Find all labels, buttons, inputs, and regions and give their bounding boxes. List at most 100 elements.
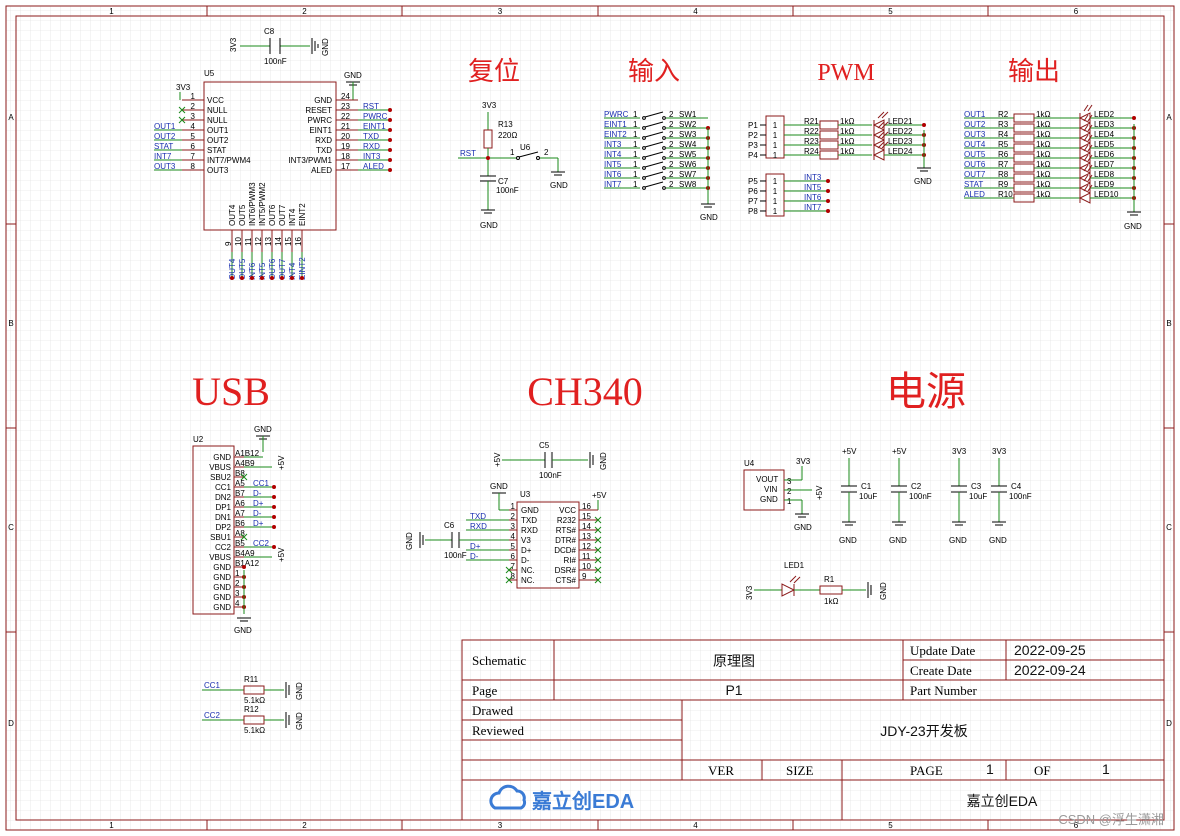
ch340-net-label: D+ (470, 542, 481, 551)
r1-ref: R1 (824, 575, 835, 584)
input-net-label: INT7 (604, 180, 622, 189)
section-title-input: 输入 (628, 57, 680, 86)
frame-col-label: 4 (693, 7, 698, 16)
usb-pin-num: A1B12 (235, 449, 260, 458)
frame-row-label: C (8, 523, 14, 532)
u5-pin-name: OUT1 (207, 126, 229, 135)
usb-pin-name: CC1 (215, 483, 232, 492)
usb-pin-num: B7 (235, 489, 245, 498)
u5-pin-num: 13 (264, 237, 273, 246)
tb-part-label: Part Number (910, 683, 977, 698)
usb-net-label: D+ (253, 519, 264, 528)
output-led-ref: LED6 (1094, 150, 1115, 159)
u5-net-label: OUT1 (154, 122, 176, 131)
ch340-pin-name: DCD# (554, 546, 576, 555)
frame-col-label: 1 (109, 821, 114, 830)
frame-col-label: 5 (888, 7, 893, 16)
usb-5v-a: +5V (277, 455, 286, 470)
output-resistor-value: 1kΩ (1036, 170, 1050, 179)
tb-company: 嘉立创EDA (967, 793, 1038, 809)
u5-pin-num: 22 (341, 112, 350, 121)
r13-ref: R13 (498, 120, 513, 129)
frame-row-label: D (1166, 719, 1172, 728)
power-cap-ref: C1 (861, 482, 872, 491)
output-led-ref: LED8 (1094, 170, 1115, 179)
power-circuit[interactable]: U4 VOUT VIN GND 3 2 1 3V3 +5V GND +5VC11… (743, 447, 1032, 606)
power-cap-ref: C3 (971, 482, 982, 491)
output-net-label: ALED (964, 190, 985, 199)
watermark: CSDN @浮生潇湘 (1058, 812, 1164, 827)
u5-net-label: EINT2 (298, 257, 307, 280)
input-net-label: PWRC (604, 110, 629, 119)
power-cap-gnd: GND (839, 536, 857, 545)
output-led-ref: LED10 (1094, 190, 1119, 199)
u3-ref: U3 (520, 490, 531, 499)
pwm-resistor-value: 1kΩ (840, 117, 854, 126)
c8-ref: C8 (264, 27, 275, 36)
output-resistor-value: 1kΩ (1036, 190, 1050, 199)
no-connect-mark (594, 556, 602, 564)
u5-pin-num: 1 (191, 92, 196, 101)
ch340-pin-name: D+ (521, 546, 532, 555)
u5-net-label: OUT6 (268, 258, 277, 280)
pwm-port-label: P8 (748, 207, 758, 216)
input-net-label: INT3 (604, 140, 622, 149)
no-connect-mark (505, 576, 513, 584)
u5-pin-name: RESET (305, 106, 332, 115)
u6-pin2: 2 (544, 148, 549, 157)
output-net-label: OUT4 (964, 140, 986, 149)
power-cap-gnd: GND (989, 536, 1007, 545)
switch-pin2: 2 (669, 180, 674, 189)
usb-pin-num: A5 (235, 479, 245, 488)
u5-pin-name: OUT4 (228, 204, 237, 226)
switch-ref: SW2 (679, 120, 697, 129)
ch340-pin-num: 4 (511, 532, 516, 541)
u5-pin-num: 6 (191, 142, 196, 151)
output-resistor-value: 1kΩ (1036, 140, 1050, 149)
switch-pin1: 1 (633, 150, 638, 159)
usb-pin-num: 2 (235, 579, 240, 588)
switch-ref: SW8 (679, 180, 697, 189)
u5-pin-num: 15 (284, 237, 293, 246)
ch340-pin-name: RTS# (556, 526, 577, 535)
power-cap-value: 100nF (1009, 492, 1032, 501)
pwm-resistor-value: 1kΩ (840, 147, 854, 156)
ch340-net-label: TXD (470, 512, 486, 521)
ch340-pin-name: RXD (521, 526, 538, 535)
r12-ref: R12 (244, 705, 259, 714)
no-connect-mark (594, 566, 602, 574)
pwm-led-ref: LED21 (888, 117, 913, 126)
pwm-port-pin: 1 (773, 131, 778, 140)
usb-pin-name: SBU1 (210, 533, 231, 542)
u5-pin-num: 2 (191, 102, 196, 111)
u5-net-label: INT7 (154, 152, 172, 161)
u5-pin-name: VCC (207, 96, 224, 105)
no-connect-mark (505, 566, 513, 574)
output-resistor-ref: R5 (998, 140, 1009, 149)
frame-row-label: C (1166, 523, 1172, 532)
u5-pin-num: 21 (341, 122, 350, 131)
usb-net-label: D- (253, 489, 262, 498)
no-connect-mark (178, 106, 186, 114)
switch-pin2: 2 (669, 170, 674, 179)
reset-circuit[interactable]: 3V3 R13 220Ω RST U6 1 2 GND C7 100nF GND (458, 101, 568, 230)
pwm-port-pin: 1 (773, 177, 778, 186)
cloud-icon (489, 784, 527, 810)
ch340-pin-num: 5 (511, 542, 516, 551)
r12-net: CC2 (204, 711, 221, 720)
frame-col-label: 4 (693, 821, 698, 830)
u5-pin-name: INT6/PWM3 (248, 182, 257, 226)
tb-page-value: P1 (725, 682, 742, 698)
r12-gnd: GND (295, 712, 304, 730)
pwm-resistor-ref: R24 (804, 147, 819, 156)
tb-of-label: OF (1034, 763, 1051, 778)
u5-pin-name: OUT2 (207, 136, 229, 145)
power-cap-net: 3V3 (952, 447, 967, 456)
tb-pagenum-label: PAGE (910, 763, 943, 778)
